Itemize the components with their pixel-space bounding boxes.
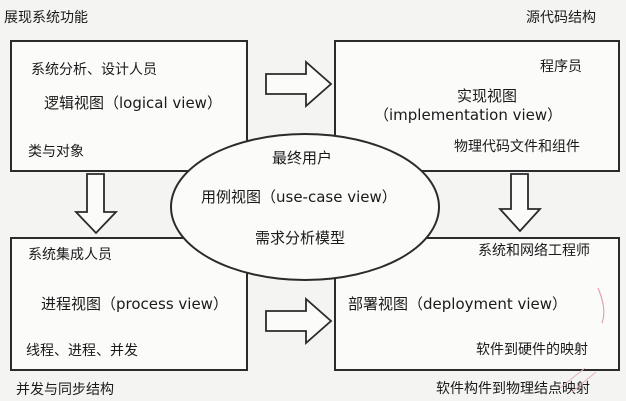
arrow-process-to-deployment xyxy=(265,297,333,345)
usecase-view-title: 用例视图（use-case view） xyxy=(201,188,397,206)
implementation-detail: 物理代码文件和组件 xyxy=(454,139,580,155)
implementation-role: 程序员 xyxy=(540,59,582,75)
process-view-box xyxy=(10,237,248,371)
logical-detail: 类与对象 xyxy=(28,144,84,160)
process-role: 系统集成人员 xyxy=(28,247,112,263)
arrow-logical-to-implementation xyxy=(265,60,333,108)
deployment-detail: 软件到硬件的映射 xyxy=(476,342,588,358)
logical-view-box xyxy=(10,40,248,172)
arrow-implementation-to-deployment xyxy=(497,173,543,233)
logical-role: 系统分析、设计人员 xyxy=(31,62,157,78)
implementation-view-subtitle: （implementation view） xyxy=(374,106,563,124)
use-case-view-ellipse xyxy=(170,133,440,281)
corner-label-bottom-left: 并发与同步结构 xyxy=(16,382,114,398)
usecase-detail: 需求分析模型 xyxy=(255,229,346,247)
logical-view-title: 逻辑视图（logical view） xyxy=(44,94,222,112)
deployment-role: 系统和网络工程师 xyxy=(478,243,590,259)
implementation-view-title: 实现视图 xyxy=(457,87,518,105)
process-detail: 线程、进程、并发 xyxy=(26,343,138,359)
corner-label-top-right: 源代码结构 xyxy=(526,10,596,26)
arrow-logical-to-process xyxy=(73,173,119,235)
usecase-role: 最终用户 xyxy=(272,149,333,167)
corner-label-top-left: 展现系统功能 xyxy=(4,10,88,26)
deployment-view-title: 部署视图（deployment view） xyxy=(348,295,568,313)
process-view-title: 进程视图（process view） xyxy=(41,295,228,313)
corner-label-bottom-right: 软件构件到物理结点映射 xyxy=(436,381,590,397)
